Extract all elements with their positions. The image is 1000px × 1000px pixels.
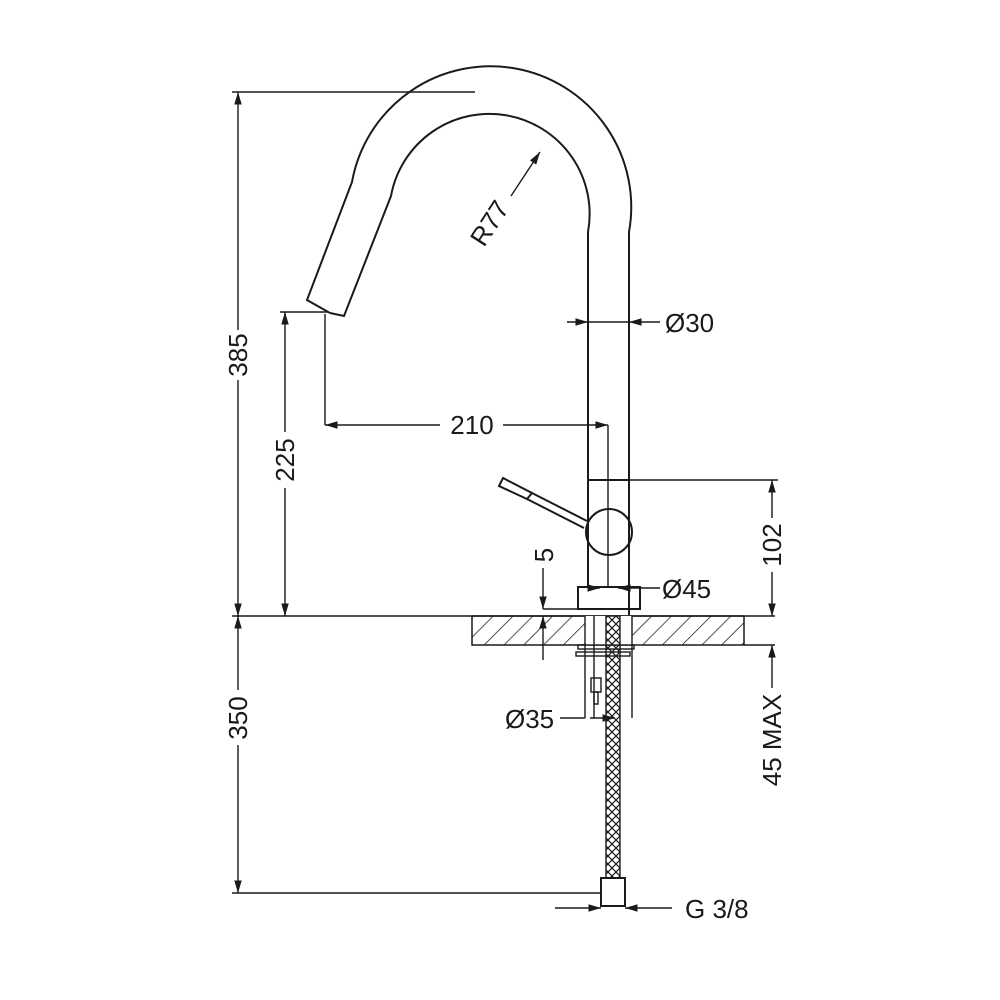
shank-and-hose: [575, 615, 635, 907]
svg-text:385: 385: [223, 333, 253, 376]
dimension-shank-diameter: Ø35: [505, 704, 615, 734]
dimension-total-height: 385: [223, 91, 475, 616]
svg-text:5: 5: [529, 548, 559, 562]
svg-text:45 MAX: 45 MAX: [757, 694, 787, 787]
dimension-spout-reach: 210: [324, 314, 609, 480]
base-flange: [577, 586, 641, 610]
svg-text:Ø30: Ø30: [665, 308, 714, 338]
dimension-spout-height: 225: [270, 311, 328, 616]
svg-text:G 3/8: G 3/8: [685, 894, 749, 924]
lever-handle: [526, 492, 588, 529]
faucet-body: [497, 476, 641, 610]
svg-text:Ø35: Ø35: [505, 704, 554, 734]
faucet-spout: [305, 65, 633, 615]
dimension-hose-length: 350: [223, 616, 601, 894]
svg-text:R77: R77: [464, 195, 515, 251]
svg-text:Ø45: Ø45: [662, 574, 711, 604]
svg-text:225: 225: [270, 438, 300, 481]
svg-text:350: 350: [223, 696, 253, 739]
dimension-body-height: 102: [629, 479, 787, 616]
dimension-max-counter-thickness: 45 MAX: [757, 645, 787, 786]
svg-text:210: 210: [450, 410, 493, 440]
dimension-base-diameter: Ø45: [587, 574, 711, 604]
dimension-radius: R77: [464, 151, 541, 251]
dimension-base-thickness: 5: [529, 548, 578, 660]
dimension-tube-diameter: Ø30: [567, 308, 714, 338]
hose-connector: [600, 877, 626, 907]
svg-text:102: 102: [757, 523, 787, 566]
dimension-connection: G 3/8: [555, 894, 749, 924]
counter-top: [232, 615, 775, 646]
